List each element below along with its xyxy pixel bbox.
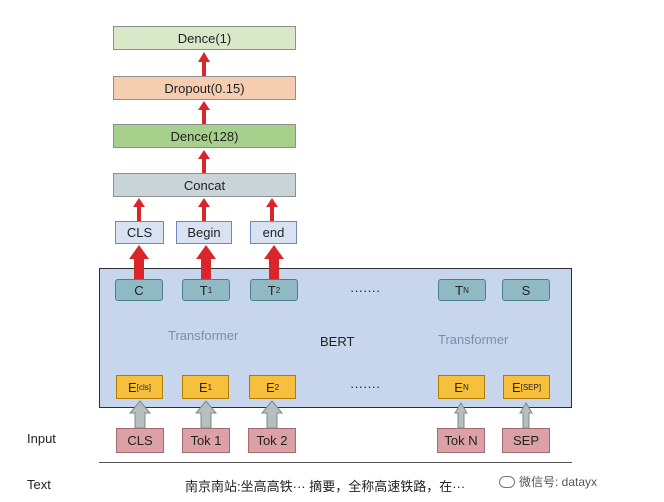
transformer-label-left: Transformer <box>168 328 239 343</box>
arrow-input-sep <box>519 402 533 429</box>
text-divider <box>99 462 572 463</box>
up-arrows-red <box>129 52 284 279</box>
arrow-c-to-cls <box>129 245 149 279</box>
dense-128-layer: Dence(128) <box>113 124 296 148</box>
arrow-concat-to-dense128 <box>198 150 210 173</box>
output-s: S <box>502 279 550 301</box>
text-sample: 南京南站:坐高高铁··· 摘要，全称高速铁路，在··· <box>185 479 466 494</box>
dropout-layer: Dropout(0.15) <box>113 76 296 100</box>
arrow-dropout-to-dense1 <box>198 52 210 76</box>
watermark-text: 微信号: datayx <box>519 475 598 489</box>
output-ellipsis: ······· <box>350 283 381 298</box>
watermark: 微信号: datayx <box>499 473 597 490</box>
input-arrows-grey <box>128 400 533 429</box>
transformer-label-right: Transformer <box>438 332 509 347</box>
bert-block <box>99 268 572 408</box>
input-token-1: Tok 1 <box>182 428 230 453</box>
feature-cls: CLS <box>115 221 164 244</box>
input-token-n: Tok N <box>437 428 485 453</box>
arrow-dense128-to-dropout <box>198 101 210 124</box>
arrow-t1-to-begin <box>196 245 216 279</box>
output-c: C <box>115 279 163 301</box>
embedding-ellipsis: ······· <box>350 379 381 394</box>
arrow-input-tok2 <box>260 400 284 429</box>
arrow-input-tokn <box>454 402 468 429</box>
arrow-begin-to-concat <box>198 198 210 221</box>
arrow-t2-to-end <box>264 245 284 279</box>
input-token-sep: SEP <box>502 428 550 453</box>
input-token-2: Tok 2 <box>248 428 296 453</box>
arrow-input-tok1 <box>194 400 218 429</box>
arrow-cls-to-concat <box>133 198 145 221</box>
concat-layer: Concat <box>113 173 296 197</box>
text-row-label: Text <box>27 477 51 492</box>
wechat-icon <box>499 475 515 488</box>
embedding-cls: E[cls] <box>116 375 163 399</box>
arrow-input-cls <box>128 400 152 429</box>
dense-1-layer: Dence(1) <box>113 26 296 50</box>
arrow-end-to-concat <box>266 198 278 221</box>
bert-title: BERT <box>320 334 355 349</box>
embedding-sep: E[SEP] <box>503 375 550 399</box>
feature-begin: Begin <box>176 221 232 244</box>
input-row-label: Input <box>27 431 56 446</box>
feature-end: end <box>250 221 297 244</box>
